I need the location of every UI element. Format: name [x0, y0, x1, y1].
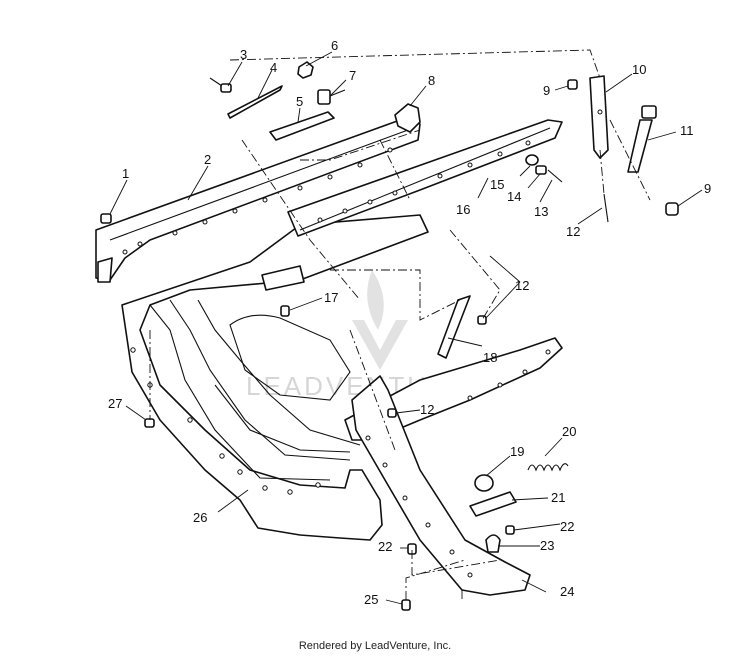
callout-20: 20 [562, 424, 576, 439]
callout-23: 23 [540, 538, 554, 553]
assembly-lines [149, 49, 651, 600]
callout-12-right: 12 [566, 224, 580, 239]
part-21-plate [469, 491, 517, 517]
part-17-fastener [280, 305, 290, 317]
part-3-pin [209, 77, 232, 93]
callout-26: 26 [193, 510, 207, 525]
part-12-screw-mid [477, 315, 487, 325]
callout-12-center: 12 [420, 402, 434, 417]
callout-21: 21 [551, 490, 565, 505]
callout-6: 6 [331, 38, 338, 53]
part-12-screw-right [603, 193, 609, 223]
part-18-rod [437, 295, 471, 359]
callout-9-upper: 9 [543, 83, 550, 98]
callout-3: 3 [240, 47, 247, 62]
part-13-screw [547, 169, 563, 183]
callout-5: 5 [296, 94, 303, 109]
callout-27: 27 [108, 396, 122, 411]
part-6-nut [297, 61, 314, 79]
part-14-nut [535, 165, 547, 175]
part-9-cap-lower [665, 202, 679, 216]
part-1-grommet [100, 213, 112, 224]
part-7-bolt [317, 89, 346, 105]
callout-13: 13 [534, 204, 548, 219]
callout-22-left: 22 [378, 539, 392, 554]
callout-16: 16 [456, 202, 470, 217]
part-10-bracket [589, 75, 609, 159]
callout-8: 8 [428, 73, 435, 88]
callouts: 1 2 3 4 5 6 7 8 9 9 10 11 12 12 12 13 14… [108, 38, 711, 607]
part-26-body-shell [121, 214, 429, 541]
footer-credit: Rendered by LeadVenture, Inc. [298, 640, 452, 652]
part-16-rail [287, 119, 563, 237]
part-11-link [627, 105, 657, 173]
leader-lines [109, 51, 703, 605]
callout-18: 18 [483, 350, 497, 365]
part-2-upper-bar [95, 119, 421, 283]
callout-25: 25 [364, 592, 378, 607]
part-10-hole [597, 109, 603, 115]
part-19-round-cap [474, 474, 494, 492]
part-22-fastener-right [505, 525, 515, 535]
part-tab-bracket [261, 265, 305, 291]
part-15-washer [525, 154, 539, 166]
watermark-logo [352, 270, 408, 370]
part-5-strip [269, 111, 335, 141]
callout-22-right: 22 [560, 519, 574, 534]
callout-9-lower: 9 [704, 181, 711, 196]
callout-19: 19 [510, 444, 524, 459]
callout-1: 1 [122, 166, 129, 181]
part-4-blade [227, 85, 283, 119]
part-12-screw-center [387, 408, 397, 418]
part-20-spring [527, 463, 569, 472]
callout-24: 24 [560, 584, 574, 599]
callout-4: 4 [270, 60, 277, 75]
callout-7: 7 [349, 68, 356, 83]
part-9-cap-upper [567, 79, 578, 90]
part-8-clip [394, 103, 421, 133]
callout-14: 14 [507, 189, 521, 204]
callout-15: 15 [490, 177, 504, 192]
callout-2: 2 [204, 152, 211, 167]
callout-10: 10 [632, 62, 646, 77]
callout-17: 17 [324, 290, 338, 305]
callout-11: 11 [680, 123, 694, 138]
part-25-fastener [401, 599, 411, 611]
callout-12-mid: 12 [515, 278, 529, 293]
part-27-fastener [144, 418, 155, 428]
part-23-clip [485, 534, 501, 553]
